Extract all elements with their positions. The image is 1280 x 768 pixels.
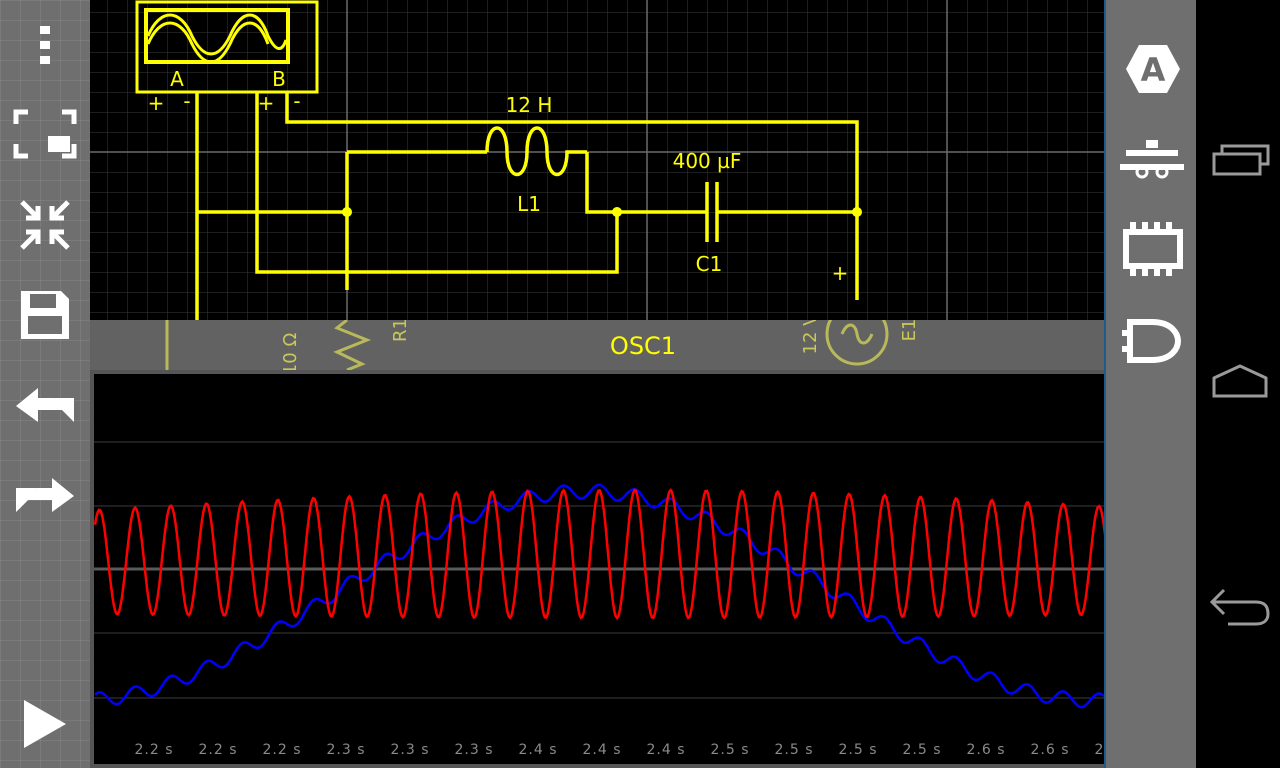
save-button[interactable]	[18, 288, 72, 342]
oscilloscope-header[interactable]: 10 Ω R1 12 V E1 OSC1	[90, 320, 1196, 370]
probe-a-plus: +	[148, 91, 165, 115]
run-simulation-button[interactable]	[20, 698, 70, 750]
undo-button[interactable]	[14, 382, 76, 428]
android-navigation-bar	[1196, 0, 1280, 768]
save-icon	[21, 291, 69, 339]
capacitor-name: C1	[696, 252, 723, 276]
recent-apps-button[interactable]	[1210, 142, 1270, 178]
probe-b-plus: +	[258, 91, 275, 115]
play-icon	[24, 700, 66, 748]
ghosted-components: 10 Ω R1 12 V E1	[165, 320, 920, 370]
source-value: 12 V	[800, 320, 821, 354]
recent-apps-icon	[1212, 144, 1270, 176]
x-tick-label: 2.3 s	[326, 742, 365, 758]
resistor-value: 10 Ω	[280, 333, 301, 370]
channel-a-trace	[93, 488, 1168, 621]
fit-screen-button[interactable]	[18, 198, 72, 252]
more-vert-icon	[40, 26, 50, 64]
x-tick-label: 2.5 s	[774, 742, 813, 758]
probe-b-minus: -	[293, 89, 300, 113]
fit-screen-icon	[20, 200, 70, 250]
x-tick-label: 2.2 s	[198, 742, 237, 758]
x-tick-label: 2.3 s	[454, 742, 493, 758]
junction-node	[852, 207, 862, 217]
x-tick-label: 2.2 s	[134, 742, 173, 758]
redo-button[interactable]	[14, 472, 76, 518]
x-tick-label: 2.5 s	[902, 742, 941, 758]
probe-a-minus: -	[183, 89, 190, 113]
auto-icon: A	[1126, 45, 1180, 93]
more-options-button[interactable]	[25, 22, 65, 68]
switch-component-button[interactable]	[1120, 138, 1184, 182]
left-toolbar	[0, 0, 90, 768]
x-tick-label: 2.3 s	[390, 742, 429, 758]
x-tick-label: 2.4 s	[646, 742, 685, 758]
logic-gate-button[interactable]	[1122, 318, 1184, 364]
chip-component-button[interactable]	[1122, 222, 1184, 276]
x-tick-label: 2.4 s	[582, 742, 621, 758]
right-toolbar: A	[1104, 0, 1196, 768]
inductor-value: 12 H	[506, 93, 553, 117]
junction-node	[342, 207, 352, 217]
circuit-schematic: A B + - + - 12 H L1 400 µF C1 +	[90, 0, 1104, 320]
chip-component-icon	[1123, 222, 1183, 276]
x-tick-label: 2.6 s	[1030, 742, 1069, 758]
switch-component-icon	[1120, 140, 1184, 179]
x-tick-label: 2.4 s	[518, 742, 557, 758]
undo-icon	[16, 388, 74, 422]
select-area-button[interactable]	[12, 108, 78, 160]
x-tick-label: 2.5 s	[838, 742, 877, 758]
redo-icon	[16, 478, 74, 512]
probe-a-label: A	[170, 67, 184, 91]
back-button[interactable]	[1208, 584, 1272, 628]
oscilloscope-probe-component[interactable]: A B + - + -	[135, 0, 319, 115]
select-area-icon	[13, 109, 77, 159]
x-tick-label: 2.2 s	[262, 742, 301, 758]
auto-mode-button[interactable]: A	[1124, 42, 1182, 96]
junction-node	[612, 207, 622, 217]
probe-b-label: B	[272, 67, 286, 91]
oscilloscope-plot: 2.2 s 2.2 s 2.2 s 2.3 s 2.3 s 2.3 s 2.4 s 2.4 s…	[93, 374, 1196, 764]
home-button[interactable]	[1210, 362, 1270, 400]
circuit-canvas[interactable]: A B + - + - 12 H L1 400 µF C1 +	[90, 0, 1104, 320]
oscilloscope-panel: 2.2 s 2.2 s 2.2 s 2.3 s 2.3 s 2.3 s 2.4 s 2.4 s…	[90, 370, 1196, 768]
capacitor-value: 400 µF	[673, 149, 742, 173]
home-icon	[1212, 364, 1268, 398]
x-tick-label: 2.6 s	[966, 742, 1005, 758]
logic-gate-icon	[1122, 319, 1182, 363]
back-icon	[1209, 588, 1270, 626]
oscilloscope-title: OSC1	[609, 332, 677, 360]
inductor-name: L1	[517, 192, 541, 216]
x-tick-label: 2.5 s	[710, 742, 749, 758]
source-name: E1	[899, 320, 920, 341]
resistor-name: R1	[390, 320, 411, 342]
svg-text:A: A	[1141, 51, 1166, 89]
source-plus: +	[832, 261, 849, 285]
channel-b-trace	[94, 483, 1167, 709]
